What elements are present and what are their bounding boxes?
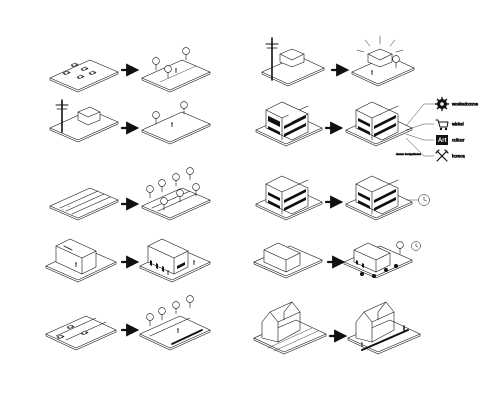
clock-icon: [418, 194, 430, 206]
row4-right-after: [343, 241, 421, 279]
sun-rays: [356, 35, 404, 53]
row4-left-after: [139, 238, 211, 283]
row3-left-before: [49, 187, 119, 221]
shopping-cart-icon: [435, 119, 449, 131]
row1-left-before: [49, 59, 119, 93]
cutlery-icon: [435, 149, 449, 162]
row3-right-before: [255, 175, 323, 221]
clock-icon: [411, 241, 421, 251]
plaza-furniture: [360, 264, 398, 278]
row5-left-before: [45, 315, 117, 351]
legend: Art woekedomme winkel cultuur horeca nie…: [396, 96, 479, 162]
row2-left-before: [49, 99, 119, 143]
row1-right-after: [351, 35, 415, 87]
row3-left-after: [141, 167, 211, 221]
legend-connectors: [405, 103, 435, 157]
row1-left-after: [141, 47, 211, 93]
office-block: [265, 101, 309, 141]
legend-label-0: woekedomme: [452, 102, 479, 107]
connector-label: nieuwe invulgebieden: [396, 152, 422, 156]
art-icon: Art: [436, 135, 448, 145]
legend-label-2: cultuur: [452, 138, 465, 143]
svg-text:Art: Art: [438, 138, 447, 144]
row3-right-after: [345, 175, 430, 221]
row1-right-before: [261, 37, 325, 87]
row5-left-after: [139, 295, 211, 351]
gear-icon: [434, 96, 450, 112]
row2-right-after: [345, 101, 413, 147]
legend-label-1: winkel: [452, 122, 464, 127]
row2-right-before: [255, 101, 323, 147]
row4-right-before: [253, 242, 323, 279]
legend-label-3: horeca: [452, 154, 465, 159]
row4-left-before: [45, 238, 117, 283]
row2-left-after: [141, 101, 211, 145]
row5-right-before: [253, 301, 327, 355]
row5-right-after: [347, 301, 421, 355]
